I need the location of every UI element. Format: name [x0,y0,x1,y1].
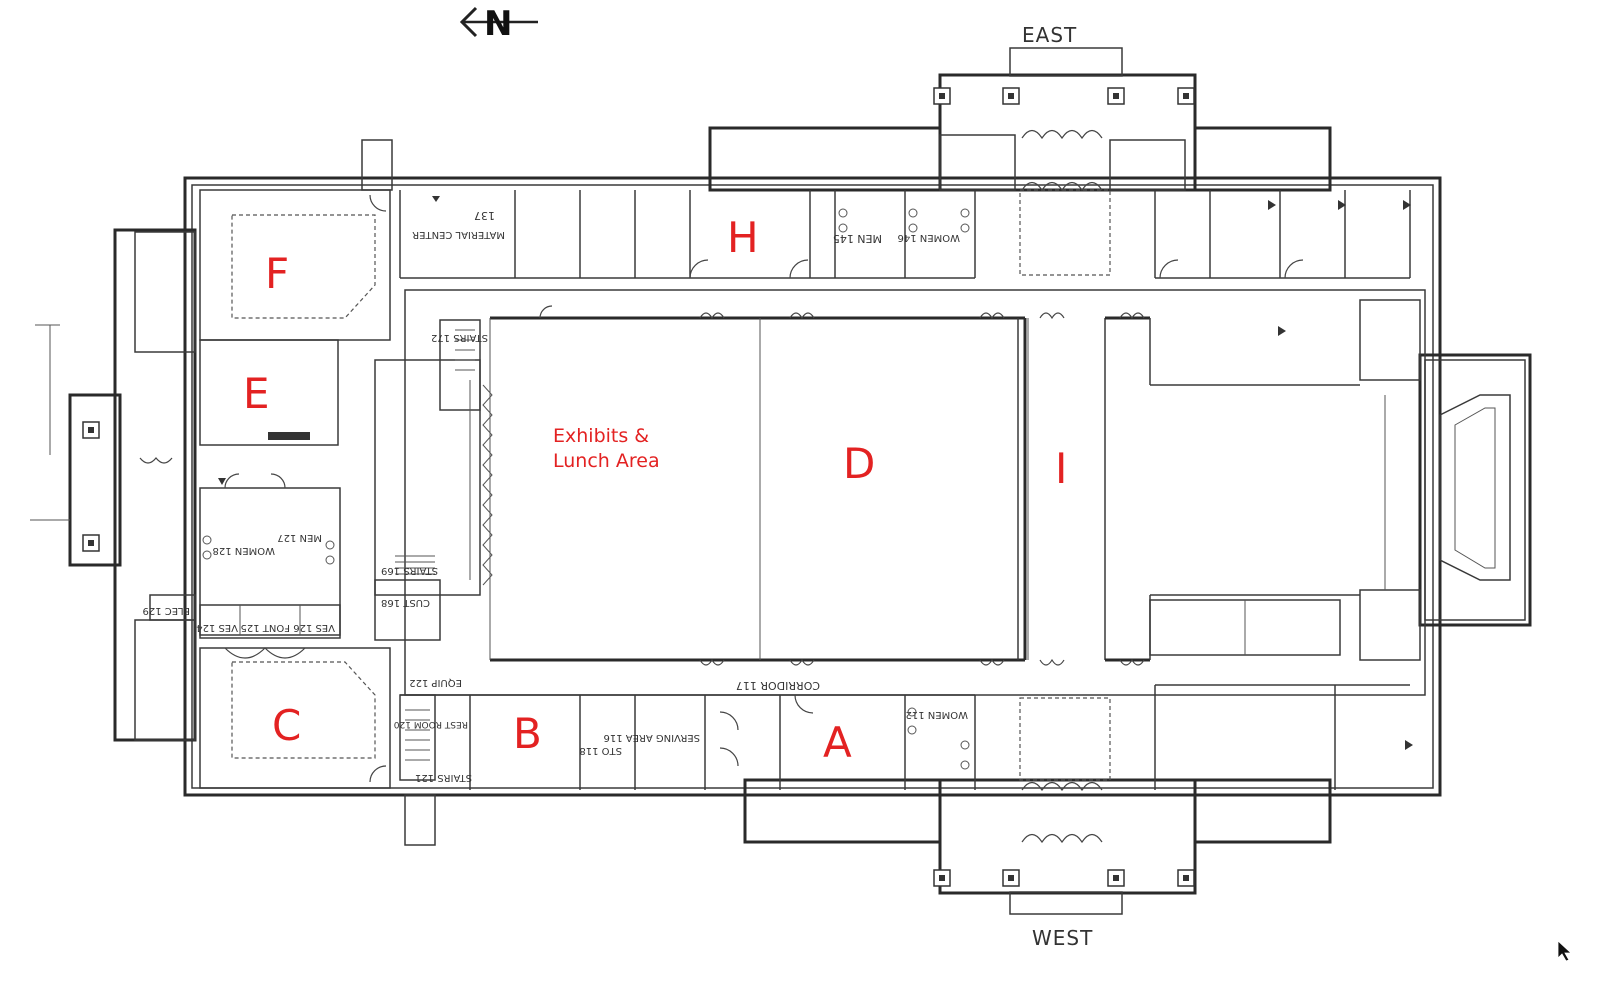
inner-left-rooms [374,319,493,641]
exhibits-label-line2: Lunch Area [553,450,660,472]
exterior-walls [30,47,1532,915]
room-equip-122: EQUIP 122 [409,677,462,688]
zone-i: I [1055,444,1067,493]
room-corridor-117: CORRIDOR 117 [736,679,820,692]
room-cust-168: CUST 168 [381,597,430,608]
zone-h: H [727,213,759,262]
room-stairs-172: STAIRS 172 [431,332,488,343]
room-137: 137 [474,209,495,222]
east-rooms [399,129,1411,279]
room-material-center: MATERIAL CENTER [412,229,505,240]
room-stairs-121: STAIRS 121 [415,772,472,783]
exhibits-label-line1: Exhibits & [553,425,649,447]
room-women-128: WOMEN 128 [213,545,275,556]
zone-e: E [243,369,270,418]
room-rest-room-120: REST ROOM 120 [393,719,468,729]
zone-a: A [823,718,852,767]
room-women-112: WOMEN 112 [906,709,968,720]
room-women-146: WOMEN 146 [898,232,960,243]
zone-f: F [265,249,289,298]
room-ves-124: VES 124 [196,622,238,633]
room-sto-118: STO 118 [579,745,622,756]
fixtures [202,196,1413,770]
west-rooms [399,599,1410,844]
east-label: EAST [1022,23,1077,47]
west-label: WEST [1032,926,1093,950]
room-serving-area-116: SERVING AREA 116 [604,732,700,743]
room-stairs-169: STAIRS 169 [381,565,438,576]
room-ves-126: VES 126 [293,622,335,633]
zone-c: C [272,701,301,750]
room-men-127: MEN 127 [277,532,322,543]
mouse-cursor-icon [1557,940,1573,962]
room-men-145: MEN 145 [833,232,882,245]
north-label: N [484,4,513,44]
room-elec-129: ELEC 129 [143,605,190,616]
corridor-walls [404,289,1511,696]
north-rooms [149,189,391,789]
zone-d: D [843,439,875,488]
room-labels: MATERIAL CENTER 137 MEN 145 WOMEN 146 ST… [143,209,968,783]
corridor-doors [139,194,1145,783]
north-arrow: N [459,4,538,44]
porch-columns [82,87,1195,887]
room-font-125: FONT 125 [241,622,290,633]
zone-b: B [513,709,542,758]
